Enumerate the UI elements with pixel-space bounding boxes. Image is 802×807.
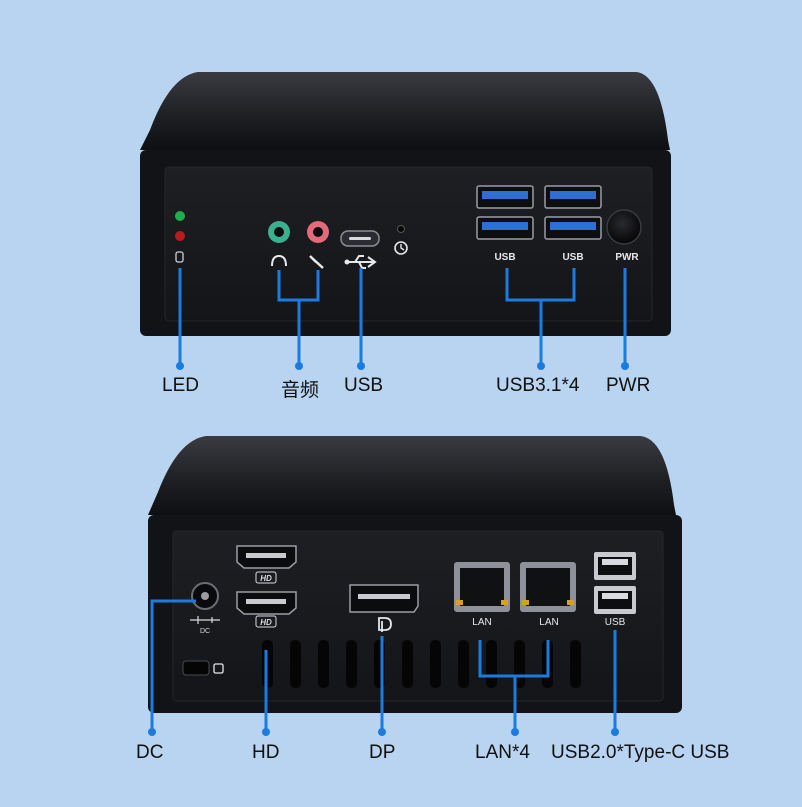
lan-port-2-led-a [522, 600, 529, 605]
hdmi-port-bottom-tongue [246, 599, 286, 604]
lan-port-2-led-b [567, 600, 574, 605]
callout-label-dc: DC [136, 742, 164, 763]
lan-port-2-socket [526, 568, 570, 606]
callout-dot-usb31 [537, 362, 545, 370]
callout-label-led: LED [162, 375, 199, 396]
usb31-port-3-tongue [482, 222, 528, 230]
kensington-lock-slot[interactable] [182, 660, 210, 676]
lan-port-1-led-a [456, 600, 463, 605]
front-top-surface [140, 72, 670, 150]
lan-port-1-led-b [501, 600, 508, 605]
usb31-port-1-tongue [482, 191, 528, 199]
rear-hd-text-top: HD [260, 574, 272, 583]
vent-slot [402, 640, 413, 688]
vent-slot [318, 640, 329, 688]
callout-label-usb31: USB3.1*4 [496, 375, 580, 396]
front-callouts [178, 268, 627, 366]
callout-dot-hd [262, 728, 270, 736]
callout-line-lan [478, 640, 550, 732]
vent-slot [486, 640, 497, 688]
callout-label-rear-usb: USB2.0*Type-C USB [551, 742, 730, 763]
hdmi-port-top-tongue [246, 553, 286, 558]
displayport-tongue [358, 594, 410, 599]
lock-icon [213, 663, 224, 674]
vent-slot [430, 640, 441, 688]
rear-callout-dots [148, 728, 619, 736]
rear-lan-text-b: LAN [539, 617, 558, 628]
vent-slot [570, 640, 581, 688]
callout-dot-led [176, 362, 184, 370]
hdmi-logo-bottom-box [255, 615, 277, 628]
mic-jack-hole [313, 227, 323, 237]
callout-label-dp: DP [369, 742, 396, 763]
rear-lan-text-a: LAN [472, 617, 491, 628]
rear-device: DC HD HD LAN LAN [148, 436, 682, 713]
clock-icon [394, 241, 408, 255]
usb31-port-4-tongue [550, 222, 596, 230]
front-callout-dots [176, 362, 629, 370]
front-usb-text-a: USB [494, 252, 515, 263]
rear-usb-port-1-tongue [602, 559, 628, 565]
hdmi-logo-top-box [255, 571, 277, 584]
usb-c-tongue [349, 237, 371, 240]
callout-label-usb: USB [344, 375, 384, 396]
reset-pinhole[interactable] [397, 225, 405, 233]
headphone-jack-hole [274, 227, 284, 237]
mic-icon [309, 255, 324, 269]
hdd-icon [175, 251, 184, 263]
usb31-port-2-tongue [550, 191, 596, 199]
front-device: USB USB PWR [140, 72, 671, 336]
vent-slot [346, 640, 357, 688]
callout-label-pwr: PWR [606, 375, 651, 396]
lan-port-group [454, 562, 576, 612]
callout-dot-dp [378, 728, 386, 736]
vent-slot [458, 640, 469, 688]
displayport-logo-icon [378, 617, 392, 632]
rear-hd-text-bottom: HD [260, 618, 272, 627]
callout-label-audio: 音频 [281, 380, 320, 401]
dc-polarity-icon [190, 616, 220, 624]
front-usb-text-b: USB [562, 252, 583, 263]
vent-slot [290, 640, 301, 688]
dc-jack-pin [201, 592, 209, 600]
power-button[interactable] [606, 209, 642, 245]
rear-top-surface [148, 436, 676, 515]
callout-dot-rear-usb [611, 728, 619, 736]
callout-dot-usb [357, 362, 365, 370]
callout-dot-dc [148, 728, 156, 736]
callout-label-hd: HD [252, 742, 280, 763]
rear-usb-port-2-tongue [602, 593, 628, 599]
lan-port-1-socket [460, 568, 504, 606]
callout-line-usb31 [505, 268, 576, 366]
rear-dc-text: DC [200, 628, 210, 635]
led-green-icon [175, 211, 185, 221]
usb-trident-dot-icon [344, 259, 350, 265]
led-red-icon [175, 231, 185, 241]
callout-line-dc [150, 599, 196, 732]
front-pwr-text: PWR [615, 252, 639, 263]
headphone-icon [271, 254, 287, 267]
callout-dot-pwr [621, 362, 629, 370]
callout-label-lan: LAN*4 [475, 742, 530, 763]
usb-trident-icon [348, 255, 377, 269]
callout-dot-audio [295, 362, 303, 370]
rear-callouts [150, 599, 617, 732]
clock-hands-icon [400, 244, 405, 251]
rear-usb-text: USB [605, 617, 626, 628]
usb31-port-group [476, 185, 602, 240]
callout-line-audio [277, 270, 320, 366]
callout-dot-lan [511, 728, 519, 736]
